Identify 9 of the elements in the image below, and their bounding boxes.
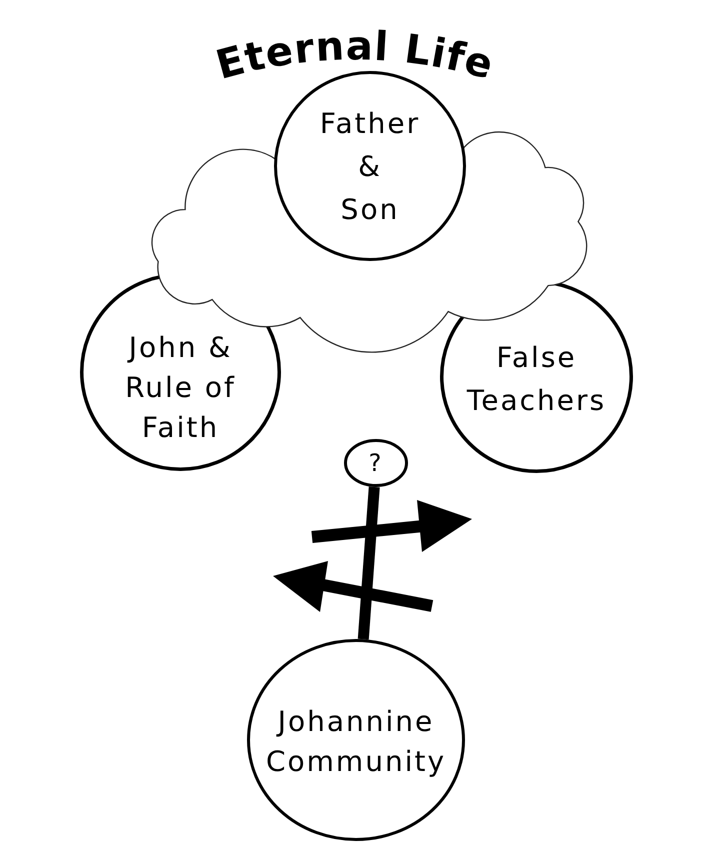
circle-node bbox=[80, 273, 281, 471]
node-label: False Teachers bbox=[466, 340, 608, 418]
title: Eternal Life bbox=[211, 23, 499, 89]
node-label: Johannine Community bbox=[264, 704, 448, 780]
circle-node bbox=[344, 439, 408, 487]
node-label: John & Rule of Faith bbox=[124, 330, 237, 446]
circle-node bbox=[247, 639, 465, 841]
node-label: Father & Son bbox=[318, 106, 422, 228]
node-label: ? bbox=[368, 448, 384, 478]
